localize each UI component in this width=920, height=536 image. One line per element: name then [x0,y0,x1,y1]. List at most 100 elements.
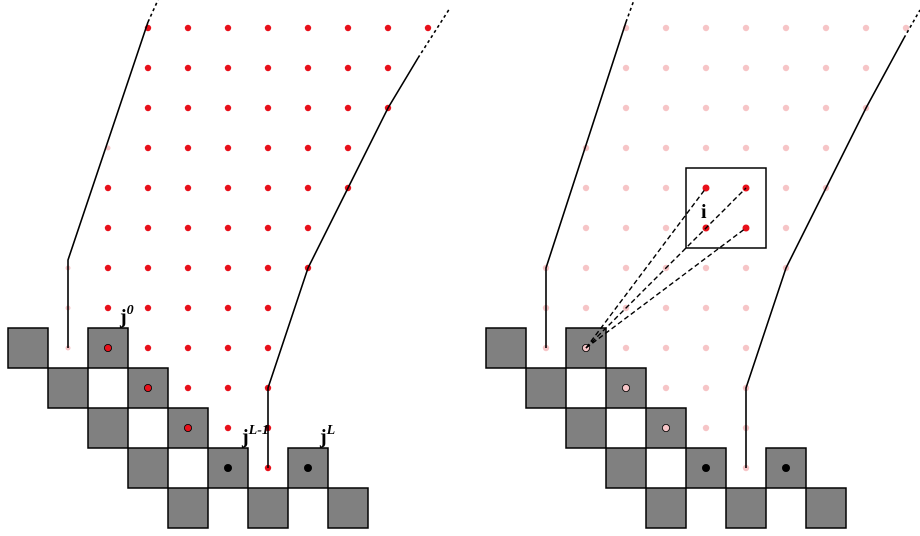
grid-dot [582,184,590,192]
grid-dot [144,64,152,72]
grid-dot [224,304,232,312]
grid-dot [782,224,790,232]
checker-square [167,487,209,529]
left-labels: j0 jL-1 jL [119,303,335,448]
grid-dot [144,264,152,272]
label-jL: jL [319,423,335,448]
grid-dot [104,304,112,312]
checker-square [565,407,607,449]
grid-dot [662,144,670,152]
checker-square [327,487,369,529]
right-dot-grid [542,24,910,472]
grid-dot [822,144,830,152]
grid-dot [304,184,312,192]
right-boundary [745,37,905,468]
grid-dot [902,24,910,32]
grid-dot [304,104,312,112]
grid-dot [184,224,192,232]
grid-dot [224,264,232,272]
left-boundary [67,21,149,348]
grid-dot [224,424,232,432]
grid-dot [782,184,790,192]
grid-dot [622,144,630,152]
grid-dot [662,384,670,392]
grid-dot [184,184,192,192]
grid-dot [344,104,352,112]
grid-dot [662,24,670,32]
cell-center-dot [782,464,790,472]
grid-dot [104,224,112,232]
grid-dot [622,384,630,392]
grid-dot [702,344,710,352]
grid-dot [184,144,192,152]
grid-dot [184,304,192,312]
right-boundary-lines [545,0,920,468]
grid-dot [742,304,750,312]
grid-dot [144,384,152,392]
stencil-dashed-line [585,227,747,349]
grid-dot [264,224,272,232]
grid-dot [582,264,590,272]
grid-dot [184,24,192,32]
grid-dot [742,24,750,32]
grid-dot [304,24,312,32]
grid-dot [304,64,312,72]
grid-dot [742,104,750,112]
grid-dot [144,144,152,152]
left-boundary-ext [625,0,635,23]
grid-dot [622,104,630,112]
grid-dot [782,64,790,72]
grid-dot [144,184,152,192]
grid-dot [224,24,232,32]
label-jL-1: jL-1 [241,423,269,448]
checker-square [645,487,687,529]
grid-dot [104,264,112,272]
left-dot-grid [65,24,432,472]
grid-dot [782,104,790,112]
grid-dot [822,104,830,112]
grid-dot [264,184,272,192]
grid-dot [304,144,312,152]
checker-square [605,447,647,489]
cell-center-dot [702,464,710,472]
grid-dot [862,64,870,72]
grid-dot [662,304,670,312]
grid-dot [264,24,272,32]
label-j0: j0 [119,303,134,328]
grid-dot [304,224,312,232]
grid-dot [662,344,670,352]
grid-dot [104,344,112,352]
right-boundary-ext [417,7,451,59]
grid-dot [822,64,830,72]
grid-dot [344,144,352,152]
grid-dot [264,104,272,112]
grid-dot [622,344,630,352]
grid-dot [184,64,192,72]
grid-dot [184,384,192,392]
grid-dot [224,104,232,112]
grid-dot [184,264,192,272]
checker-square [127,447,169,489]
grid-dot [224,344,232,352]
grid-dot [224,144,232,152]
checker-square [485,327,527,369]
grid-dot [144,104,152,112]
grid-dot [144,344,152,352]
stencil-dashed-line [585,187,747,349]
right-boundary-ext [903,9,920,39]
grid-dot [782,24,790,32]
grid-dot [702,104,710,112]
checker-square [87,407,129,449]
grid-dot [662,184,670,192]
grid-dot [742,264,750,272]
grid-dot [184,344,192,352]
grid-dot [702,304,710,312]
grid-dot [264,144,272,152]
checker-square [247,487,289,529]
grid-dot [622,264,630,272]
grid-dot [742,344,750,352]
label-i: i [701,201,707,223]
left-boundary-ext [147,0,159,23]
checker-square [207,447,249,489]
left-boundary [545,21,627,348]
